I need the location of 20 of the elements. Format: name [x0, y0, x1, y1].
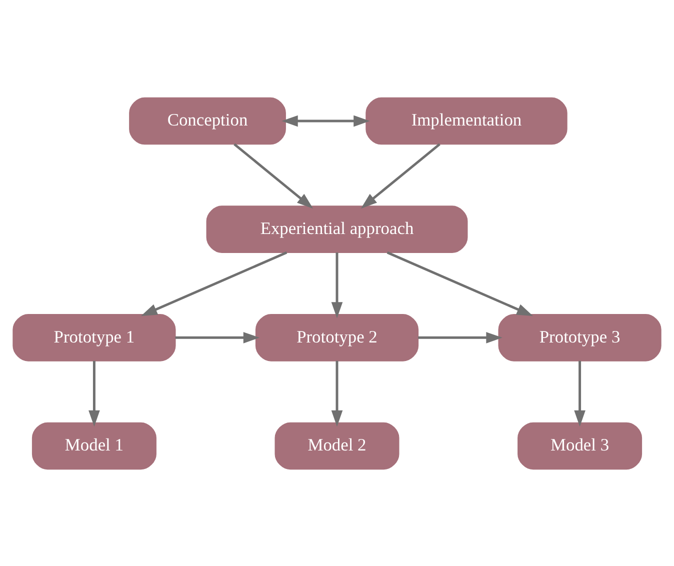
node-box: Conception — [129, 96, 286, 144]
node-box: Prototype 3 — [498, 314, 662, 361]
arrow — [234, 142, 314, 208]
arrow — [418, 331, 502, 343]
node-box: Experiential approach — [206, 205, 468, 252]
node-box: Model 3 — [518, 422, 642, 470]
arrow — [331, 360, 343, 426]
arrow — [360, 142, 440, 208]
node-box: Model 2 — [274, 422, 400, 470]
node-box: Implementation — [366, 96, 568, 144]
node-box: Prototype 1 — [12, 314, 176, 361]
arrow — [175, 331, 260, 343]
arrow — [331, 252, 343, 318]
arrow — [574, 360, 586, 426]
node-box: Prototype 2 — [255, 314, 419, 361]
node-box: Model 1 — [32, 422, 156, 470]
arrow — [140, 250, 288, 316]
arrow — [88, 360, 100, 426]
arrow — [386, 250, 534, 316]
arrow — [282, 114, 370, 126]
